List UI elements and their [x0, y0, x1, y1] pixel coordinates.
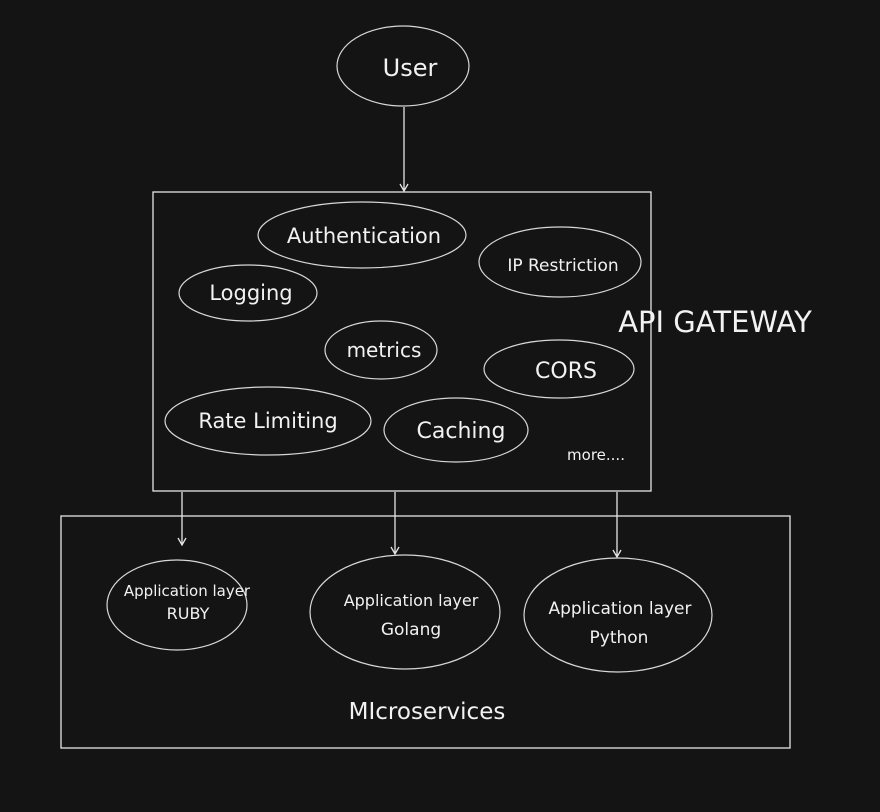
caching-label: Caching [417, 419, 506, 444]
ip-restriction-label: IP Restriction [507, 256, 618, 276]
microservices-title: MIcroservices [349, 699, 506, 725]
metrics-node [324, 320, 438, 380]
python-service-line2: Python [590, 628, 649, 648]
more-label: more.... [567, 446, 625, 464]
microservices-box [60, 515, 791, 749]
golang-service-line2: Golang [381, 620, 441, 640]
metrics-label: metrics [347, 338, 422, 362]
ruby-service-line2: RUBY [167, 604, 210, 623]
ruby-service-line1: Application layer [124, 582, 251, 600]
python-service-node [523, 557, 713, 673]
cors-node [483, 339, 635, 399]
authentication-node [257, 201, 467, 269]
python-service-line1: Application layer [548, 599, 691, 619]
user-label: User [383, 54, 438, 82]
logging-node [178, 264, 318, 322]
rate-limiting-node [164, 386, 372, 456]
api-gateway-box [152, 191, 652, 492]
ip-restriction-node [478, 226, 642, 298]
cors-label: CORS [535, 359, 597, 384]
ruby-service-node [106, 559, 248, 651]
caching-node [383, 397, 529, 463]
rate-limiting-label: Rate Limiting [198, 409, 337, 433]
authentication-label: Authentication [287, 224, 441, 248]
golang-service-line1: Application layer [344, 591, 479, 610]
api-gateway-title: API GATEWAY [618, 305, 812, 339]
logging-label: Logging [209, 281, 292, 305]
user-node [336, 25, 470, 107]
golang-service-node [309, 554, 501, 670]
